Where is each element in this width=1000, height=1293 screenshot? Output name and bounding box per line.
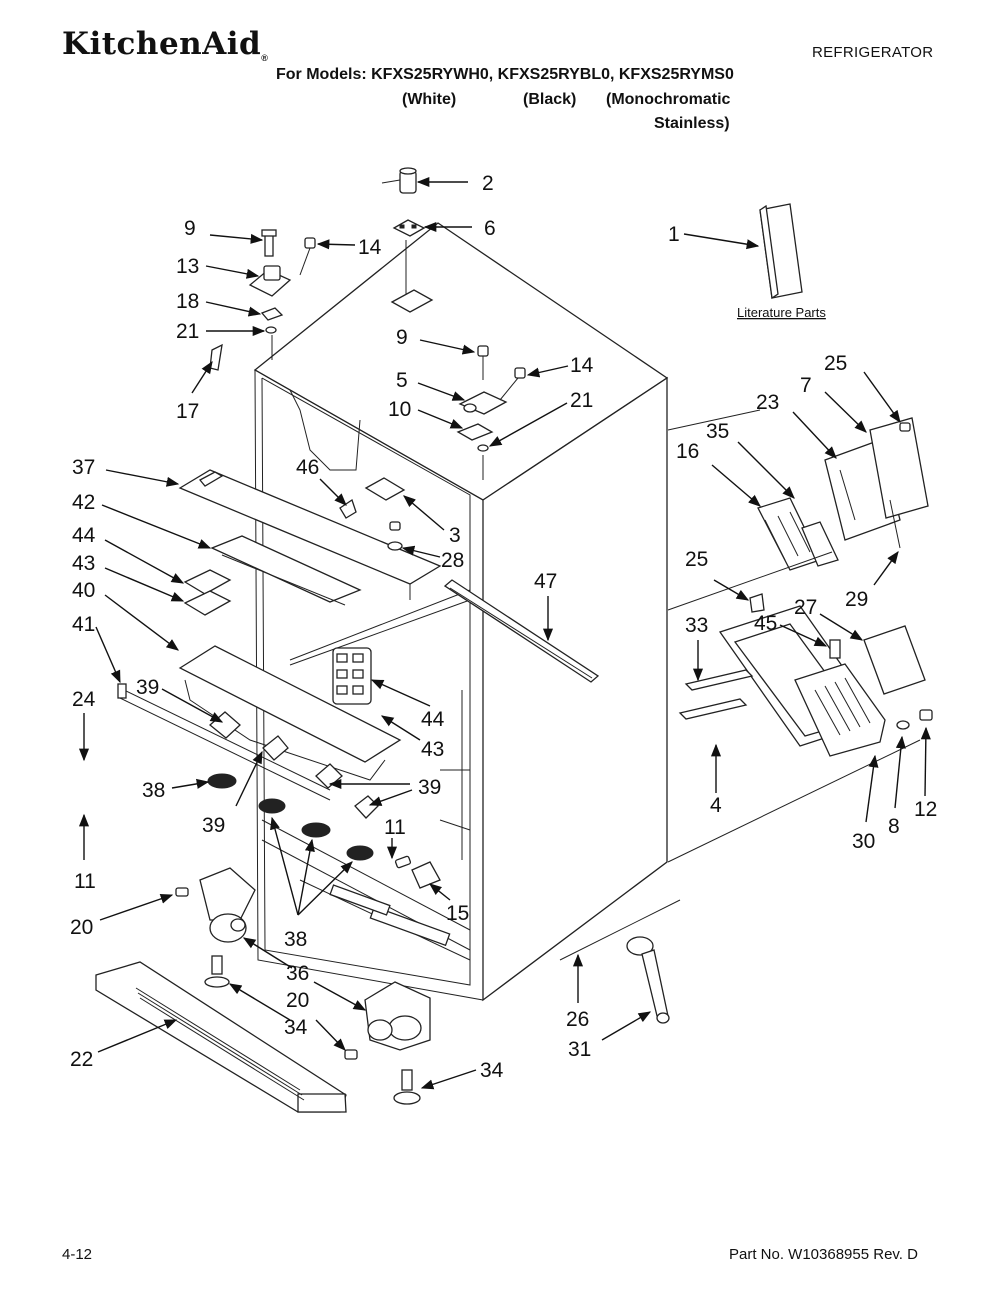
left-top-hinge-assembly	[209, 229, 316, 371]
callout-47: 47	[534, 570, 557, 593]
callout-39-right: 39	[418, 776, 441, 799]
callout-numbers: 2 6 1 9 14 13 18 21 17 9 14 5 10 21 25 7…	[70, 172, 937, 1082]
callout-13: 13	[176, 255, 199, 278]
callout-27: 27	[794, 596, 817, 619]
top-hinge-pin-assembly	[381, 167, 434, 313]
registered-mark: ®	[261, 53, 269, 64]
callout-12: 12	[914, 798, 937, 821]
callout-26: 26	[566, 1008, 589, 1031]
shelf-support-frame	[117, 469, 442, 819]
callout-43-right: 43	[421, 738, 444, 761]
drawer-slide-rail	[332, 579, 600, 705]
callout-30: 30	[852, 830, 875, 853]
variant-black: (Black)	[523, 91, 577, 108]
callout-16: 16	[676, 440, 699, 463]
damper-thermistor	[339, 477, 406, 551]
callout-21-left: 21	[176, 320, 199, 343]
page-number: 4-12	[62, 1246, 93, 1263]
callout-25-mid: 25	[685, 548, 708, 571]
callout-10: 10	[388, 398, 411, 421]
variant-mono-line1: (Monochromatic	[606, 91, 731, 108]
callout-38-bottom: 38	[284, 928, 307, 951]
model-list: For Models: KFXS25RYWH0, KFXS25RYBL0, KF…	[276, 66, 734, 83]
callout-29: 29	[845, 588, 868, 611]
callout-2: 2	[482, 172, 494, 195]
callout-20-bottom: 20	[286, 989, 309, 1012]
brand-logo: KitchenAid®	[62, 26, 268, 63]
callout-39-left: 39	[136, 676, 159, 699]
callout-33: 33	[685, 614, 708, 637]
vent-grille	[814, 677, 871, 736]
callout-14-right: 14	[570, 354, 594, 377]
callout-46: 46	[296, 456, 319, 479]
callout-5: 5	[396, 369, 408, 392]
callout-11-left: 11	[74, 870, 96, 893]
refrigerator-cabinet	[253, 222, 669, 1002]
callout-40: 40	[72, 579, 95, 602]
callout-22: 22	[70, 1048, 93, 1071]
callout-15: 15	[446, 902, 469, 925]
callout-44-left: 44	[72, 524, 96, 547]
drain-vent-pads	[207, 773, 374, 861]
callout-24: 24	[72, 688, 96, 711]
callout-31: 31	[568, 1038, 591, 1061]
variant-white: (White)	[402, 91, 457, 108]
right-top-hinge-assembly	[456, 345, 526, 480]
callout-25-top: 25	[824, 352, 847, 375]
callout-6: 6	[484, 217, 496, 240]
callout-7: 7	[800, 374, 812, 397]
callout-23: 23	[756, 391, 779, 414]
callout-3: 3	[449, 524, 461, 547]
literature-booklet	[759, 203, 803, 300]
callout-18: 18	[176, 290, 199, 313]
callout-9-left: 9	[184, 217, 196, 240]
appliance-category: REFRIGERATOR	[812, 44, 934, 61]
callout-11-right: 11	[384, 816, 406, 839]
part-number: Part No. W10368955 Rev. D	[729, 1246, 918, 1263]
callout-43-left: 43	[72, 552, 95, 575]
callout-28: 28	[441, 549, 464, 572]
callout-17: 17	[176, 400, 199, 423]
callout-9-right: 9	[396, 326, 408, 349]
callout-38-left: 38	[142, 779, 165, 802]
callout-36: 36	[286, 962, 309, 985]
callout-34-right: 34	[480, 1059, 504, 1082]
control-housing-assembly	[667, 409, 933, 863]
door-handle-wrench	[626, 936, 670, 1024]
literature-parts-label: Literature Parts	[737, 305, 826, 320]
callout-37: 37	[72, 456, 95, 479]
callout-35: 35	[706, 420, 729, 443]
callout-1: 1	[668, 223, 680, 246]
callout-34-left: 34	[284, 1016, 308, 1039]
callout-45: 45	[754, 612, 777, 635]
leader-lines	[78, 176, 931, 1090]
callout-44-right: 44	[421, 708, 445, 731]
lower-hinge-rollers-grille	[95, 855, 681, 1113]
callout-21-right: 21	[570, 389, 593, 412]
callout-8: 8	[888, 815, 900, 838]
brand-name: KitchenAid	[62, 26, 262, 62]
callout-14-left: 14	[358, 236, 382, 259]
callout-39-bottom: 39	[202, 814, 225, 837]
callout-20-left: 20	[70, 916, 93, 939]
callout-41: 41	[72, 613, 95, 636]
variant-mono-line2: Stainless)	[654, 115, 730, 132]
callout-4: 4	[710, 794, 722, 817]
callout-42: 42	[72, 491, 95, 514]
